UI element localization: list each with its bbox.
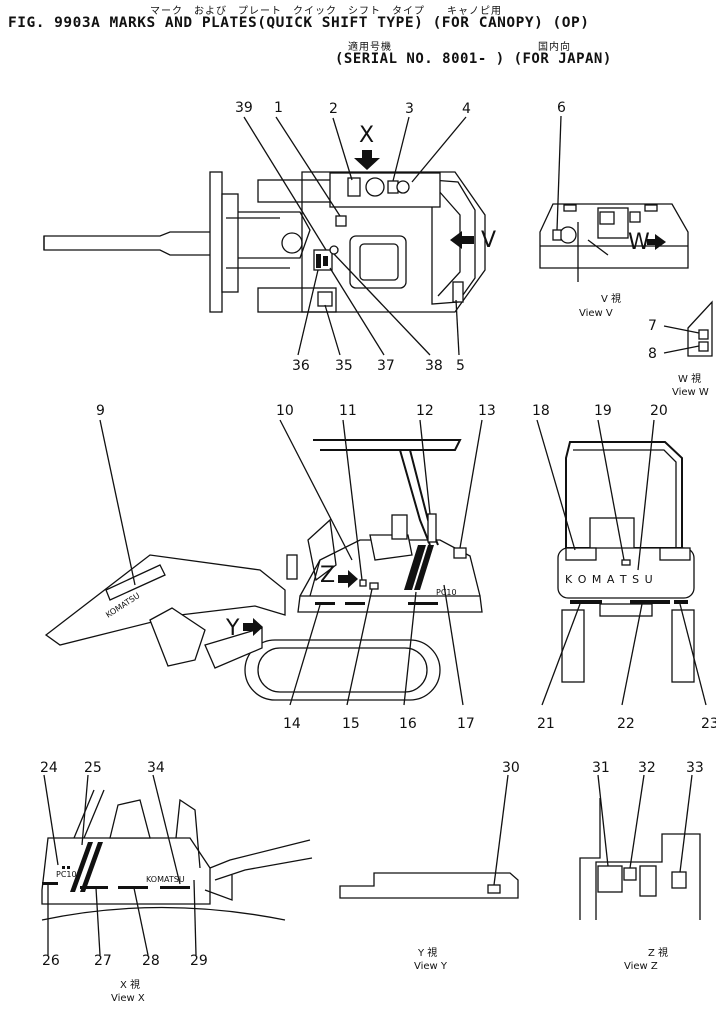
top-view-drawing [43, 150, 486, 313]
view-y-arrow-label: Y [225, 616, 240, 641]
view-x-drawing [41, 789, 313, 921]
view-x-japanese: X 視 [120, 978, 140, 991]
callout-39: 39 [235, 100, 253, 116]
view-w-drawing [663, 300, 713, 357]
callout-24: 24 [40, 760, 58, 776]
callout-37: 37 [377, 358, 395, 374]
callout-21: 21 [537, 716, 555, 732]
callout-2: 2 [329, 101, 338, 117]
callout-28: 28 [142, 953, 160, 969]
view-z-arrow-label: Z [320, 563, 335, 588]
callout-18: 18 [532, 403, 550, 419]
view-v-caption: View V [579, 308, 613, 319]
rear-view-drawing [557, 441, 695, 683]
callout-32: 32 [638, 760, 656, 776]
callout-38: 38 [425, 358, 443, 374]
callout-22: 22 [617, 716, 635, 732]
view-v-arrow-label: V [481, 228, 496, 253]
callout-7: 7 [648, 318, 657, 334]
side-view-leaders [99, 419, 483, 706]
view-w-arrow-label: W [628, 230, 650, 255]
callout-16: 16 [399, 716, 417, 732]
callout-3: 3 [405, 101, 414, 117]
komatsu-plate-view-x: KOMATSU [146, 875, 185, 884]
callout-9: 9 [96, 403, 105, 419]
view-x-caption: View X [111, 993, 145, 1004]
view-w-japanese: W 視 [678, 372, 701, 385]
rear-view-leaders [536, 419, 707, 706]
callout-17: 17 [457, 716, 475, 732]
callout-23: 23 [701, 716, 716, 732]
model-plate-view-x: PC10 [56, 870, 77, 879]
view-z-leaders [597, 774, 693, 873]
callout-5: 5 [456, 358, 465, 374]
callout-30: 30 [502, 760, 520, 776]
figure-subtitle: (SERIAL NO. 8001- ) (FOR JAPAN) [335, 51, 612, 67]
side-view-drawing [44, 439, 483, 701]
callout-31: 31 [592, 760, 610, 776]
view-x-arrow-label: X [359, 123, 374, 148]
view-v-drawing [539, 203, 689, 282]
callout-8: 8 [648, 346, 657, 362]
callout-10: 10 [276, 403, 294, 419]
komatsu-rear-plate: K O M A T S U [565, 573, 654, 586]
callout-15: 15 [342, 716, 360, 732]
callout-35: 35 [335, 358, 353, 374]
callout-36: 36 [292, 358, 310, 374]
callout-4: 4 [462, 101, 471, 117]
callout-20: 20 [650, 403, 668, 419]
view-z-caption: View Z [624, 961, 658, 972]
callout-29: 29 [190, 953, 208, 969]
callout-11: 11 [339, 403, 357, 419]
view-w-caption: View W [672, 387, 709, 398]
view-y-caption: View Y [414, 961, 448, 972]
callout-14: 14 [283, 716, 301, 732]
title-japanese-destination: 国内向 [538, 42, 571, 53]
callout-12: 12 [416, 403, 434, 419]
view-z-japanese: Z 視 [648, 946, 668, 959]
model-plate-side: PC10 [436, 588, 457, 597]
view-v-japanese: V 視 [601, 292, 621, 305]
callout-34: 34 [147, 760, 165, 776]
view-y-drawing [339, 872, 519, 899]
figure-title: FIG. 9903A MARKS AND PLATES(QUICK SHIFT … [8, 15, 590, 31]
view-x-leaders [43, 774, 197, 956]
callout-27: 27 [94, 953, 112, 969]
callout-6: 6 [557, 100, 566, 116]
top-view-leaders [243, 116, 467, 356]
callout-26: 26 [42, 953, 60, 969]
callout-25: 25 [84, 760, 102, 776]
callout-19: 19 [594, 403, 612, 419]
title-japanese-line1: マーク および プレート クイック シフト タイプ キャノピ用 [150, 6, 502, 17]
callout-13: 13 [478, 403, 496, 419]
title-japanese-serial: 適用号機 [348, 42, 392, 53]
view-y-japanese: Y 視 [417, 946, 437, 959]
callout-33: 33 [686, 760, 704, 776]
callout-1: 1 [274, 100, 283, 116]
